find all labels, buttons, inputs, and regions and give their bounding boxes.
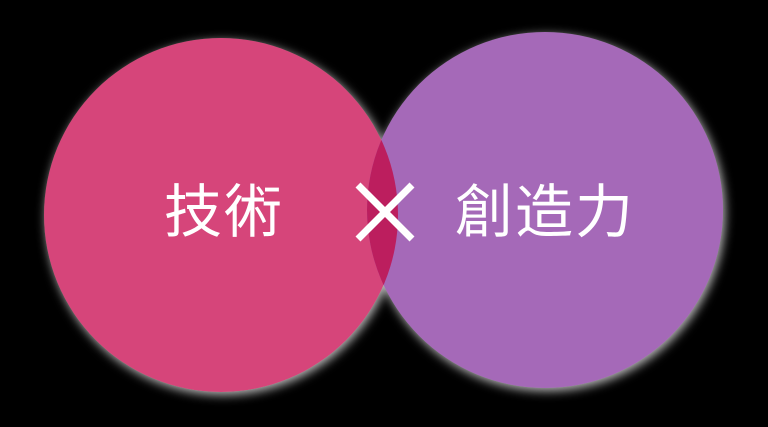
venn-circle-left[interactable] bbox=[44, 38, 398, 392]
venn-label-right: 創造力 bbox=[454, 178, 635, 246]
venn-label-left: 技術 bbox=[163, 178, 284, 246]
multiply-x-icon bbox=[355, 182, 415, 242]
venn-circle-right[interactable] bbox=[367, 32, 723, 388]
